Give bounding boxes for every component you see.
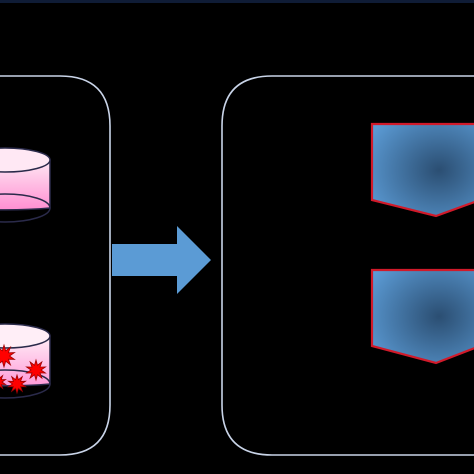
cell-marker-icon bbox=[0, 374, 7, 390]
cell-marker-icon bbox=[7, 373, 27, 395]
right-panel bbox=[221, 75, 474, 456]
top-strip bbox=[0, 0, 474, 3]
petri-dish-icon bbox=[0, 147, 51, 223]
right-panel-frame bbox=[221, 75, 474, 456]
petri-dish-with-cells-icon bbox=[0, 323, 51, 399]
left-panel-frame bbox=[0, 75, 111, 456]
upper-pentagon bbox=[370, 122, 474, 218]
cell-marker-icon bbox=[25, 358, 47, 382]
cell-marker-icon bbox=[0, 343, 16, 369]
diseased-dish-bottom-rim bbox=[0, 369, 51, 399]
right-arrow-icon bbox=[112, 226, 211, 294]
lower-pentagon bbox=[370, 268, 474, 365]
cell-markers bbox=[0, 343, 47, 395]
left-panel bbox=[0, 75, 111, 456]
healthy-dish-top bbox=[0, 147, 51, 173]
healthy-dish-bottom-rim bbox=[0, 193, 51, 223]
